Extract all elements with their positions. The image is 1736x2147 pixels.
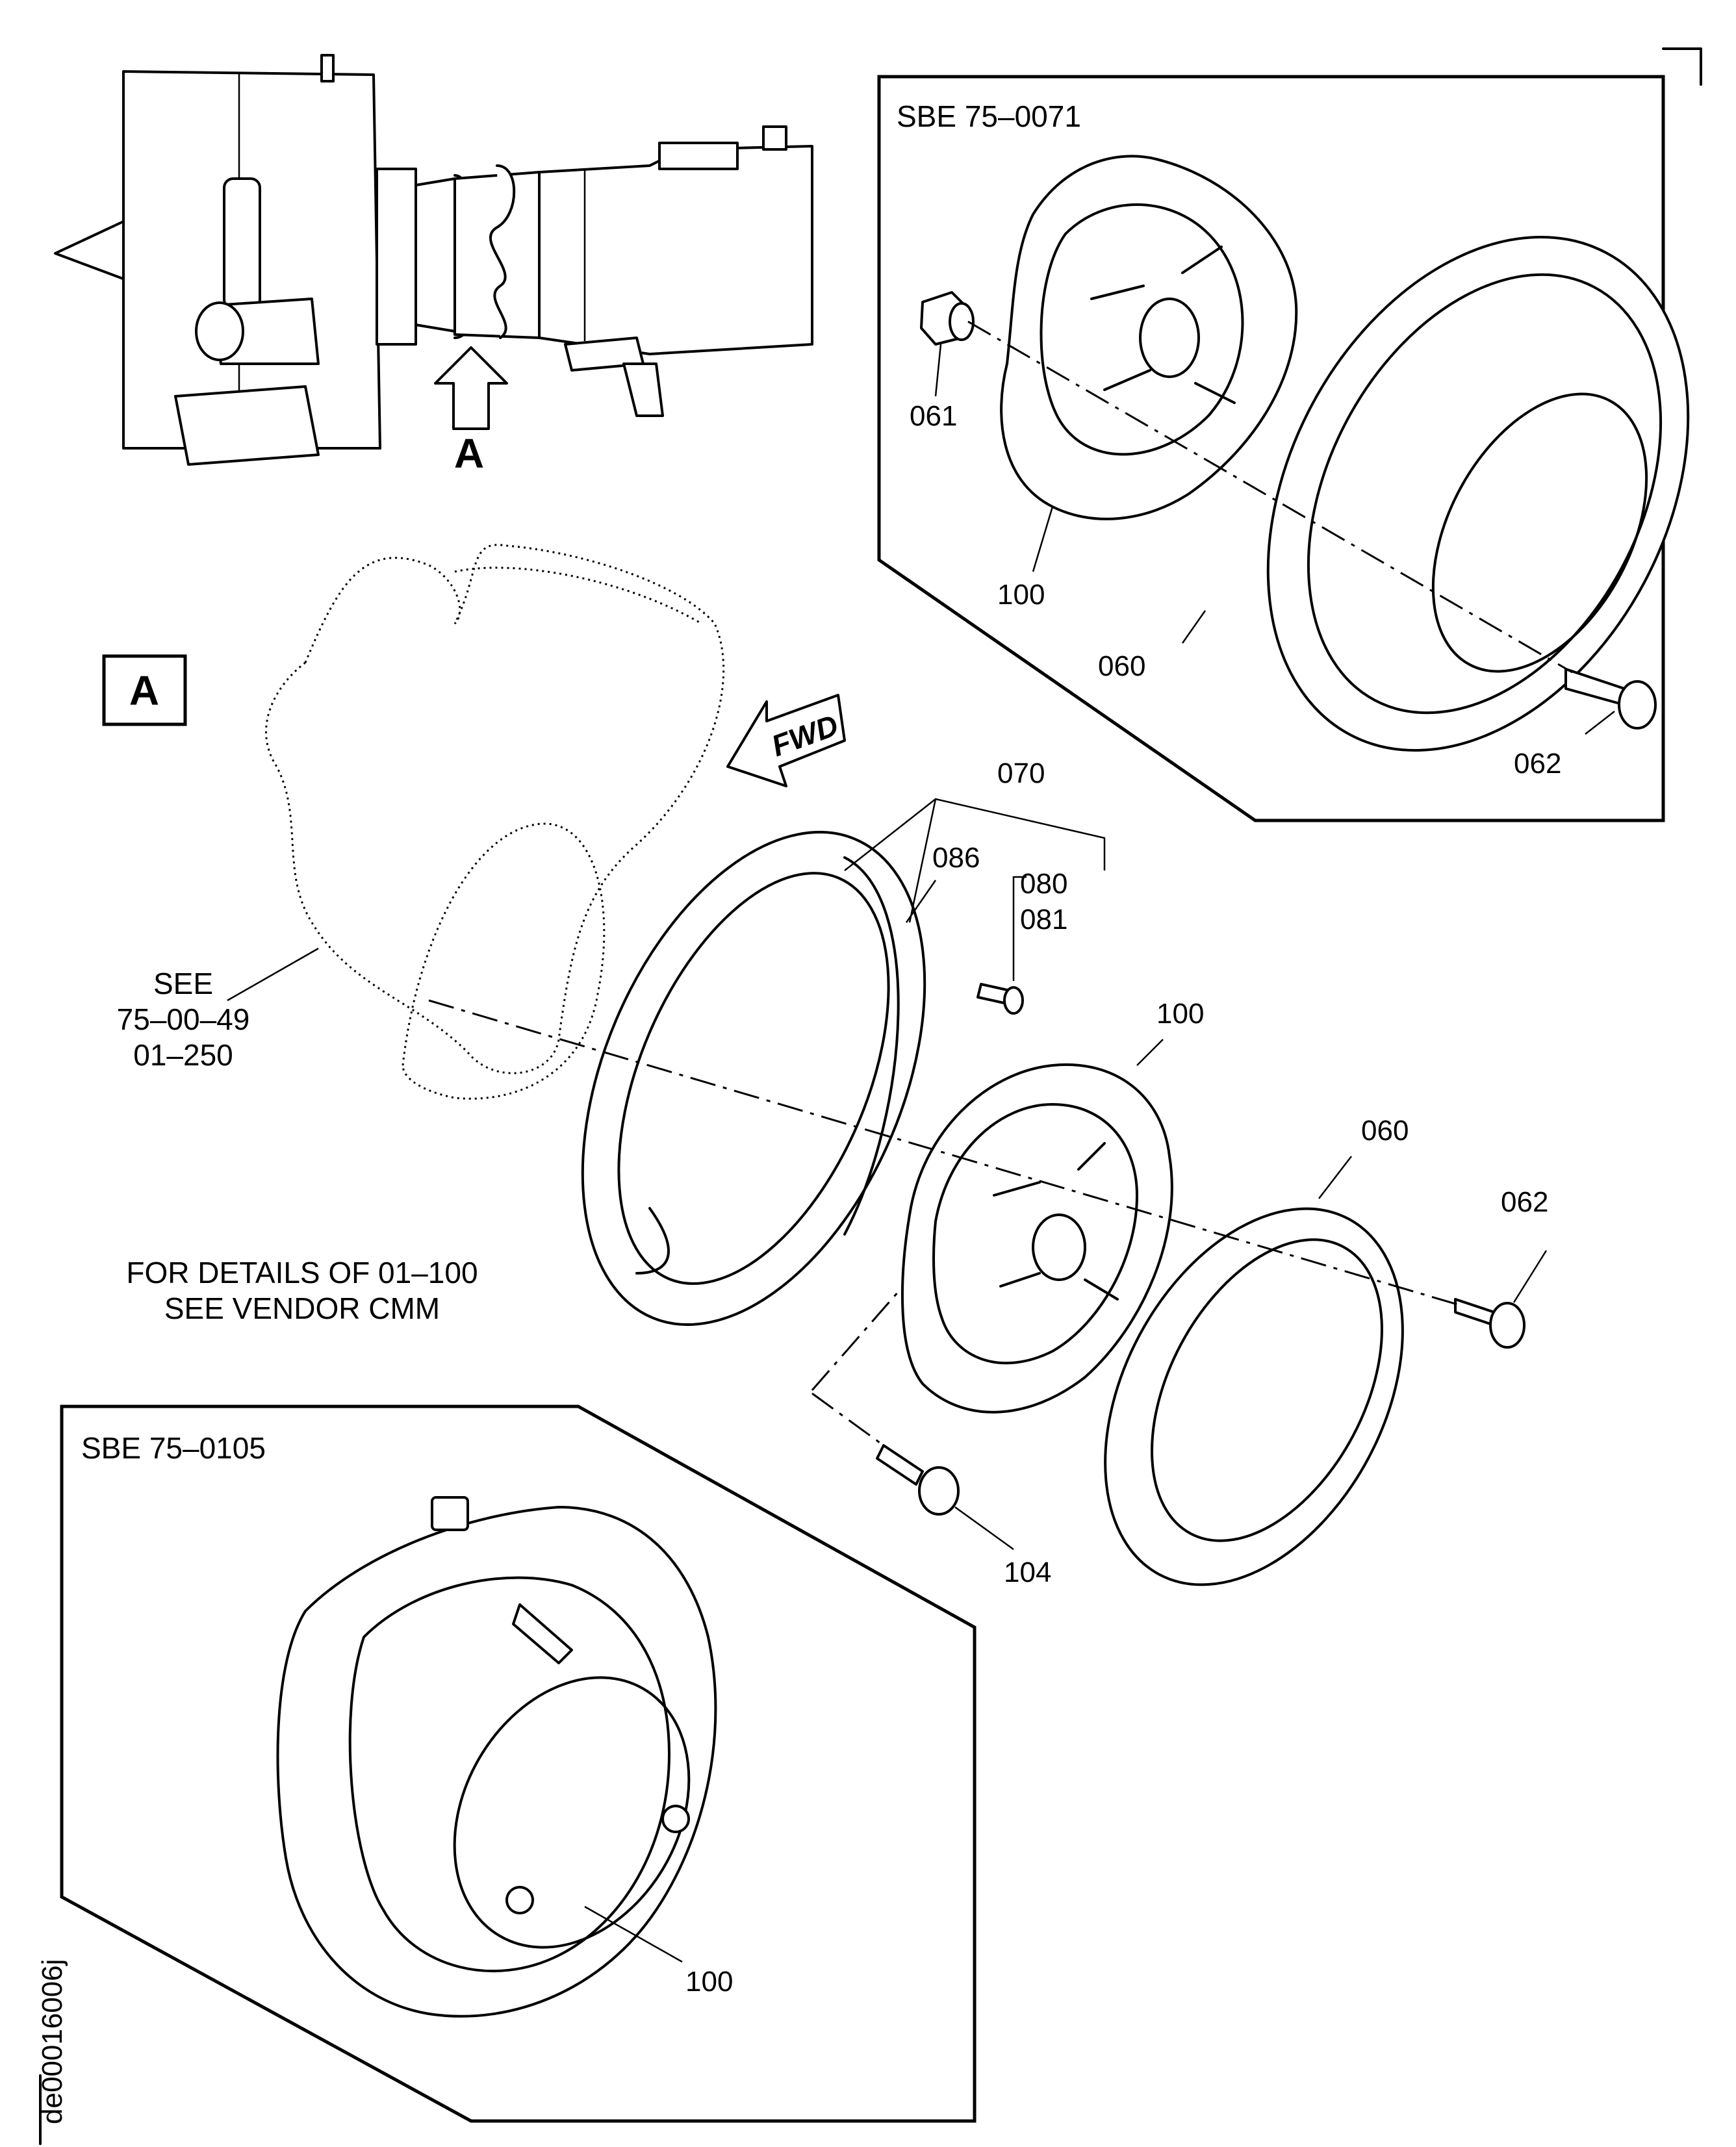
bolt-062 bbox=[1454, 1298, 1525, 1349]
see-line-2: 75–00–49 bbox=[117, 1002, 250, 1036]
label-100: 100 bbox=[1156, 998, 1204, 1030]
callout-080-bracket bbox=[1012, 876, 1027, 981]
bolt-104 bbox=[876, 1444, 960, 1516]
label-062-inset: 062 bbox=[1514, 748, 1561, 780]
view-a-indicator: A bbox=[102, 654, 187, 726]
fwd-arrow: FWD bbox=[726, 694, 846, 787]
label-081: 081 bbox=[1020, 904, 1067, 935]
bolt-080-081 bbox=[976, 983, 1024, 1015]
inset-top-title: SBE 75–0071 bbox=[897, 99, 1081, 133]
flange-100 bbox=[901, 1063, 1173, 1414]
engine-locator-view bbox=[54, 54, 813, 466]
label-061: 061 bbox=[910, 400, 957, 432]
label-060-inset: 060 bbox=[1098, 650, 1145, 682]
note-line-2: SEE VENDOR CMM bbox=[164, 1291, 440, 1325]
mounting-duct bbox=[265, 544, 725, 1100]
flange-assembly-100-inset bbox=[276, 1496, 717, 2018]
label-070: 070 bbox=[997, 757, 1045, 789]
flange-100-inset bbox=[1000, 155, 1298, 520]
screen-housing-060-inset bbox=[1266, 235, 1690, 752]
view-arrow-label: A bbox=[454, 430, 484, 477]
label-100-bottom-inset: 100 bbox=[685, 1966, 733, 1998]
view-a-arrow: A bbox=[434, 346, 508, 477]
view-letter: A bbox=[129, 667, 159, 714]
adapter-ring-070 bbox=[581, 830, 926, 1327]
see-reference: SEE 75–00–49 01–250 bbox=[117, 967, 250, 1072]
label-104: 104 bbox=[1004, 1556, 1051, 1588]
corner-marks bbox=[39, 47, 1702, 2145]
inset-bottom-title: SBE 75–0105 bbox=[81, 1431, 266, 1465]
label-086: 086 bbox=[932, 842, 980, 874]
nut-061 bbox=[920, 291, 975, 346]
see-line-3: 01–250 bbox=[133, 1038, 233, 1072]
label-080: 080 bbox=[1020, 868, 1067, 900]
label-060: 060 bbox=[1361, 1115, 1409, 1147]
vendor-note: FOR DETAILS OF 01–100 SEE VENDOR CMM bbox=[126, 1256, 478, 1325]
note-line-1: FOR DETAILS OF 01–100 bbox=[126, 1256, 478, 1289]
bolt-062-inset bbox=[1564, 668, 1657, 730]
screen-060 bbox=[1104, 1207, 1404, 1586]
figure-id: de00016006j bbox=[36, 1959, 68, 2124]
label-100-inset: 100 bbox=[997, 579, 1045, 611]
callout-070-bracket bbox=[844, 798, 1106, 923]
see-line-1: SEE bbox=[153, 967, 213, 1000]
label-062: 062 bbox=[1501, 1186, 1548, 1218]
inset-sbe-75-0071: SBE 75–0071 061 10 bbox=[877, 75, 1690, 822]
inset-sbe-75-0105: SBE 75–0105 100 bbox=[60, 1404, 976, 2123]
